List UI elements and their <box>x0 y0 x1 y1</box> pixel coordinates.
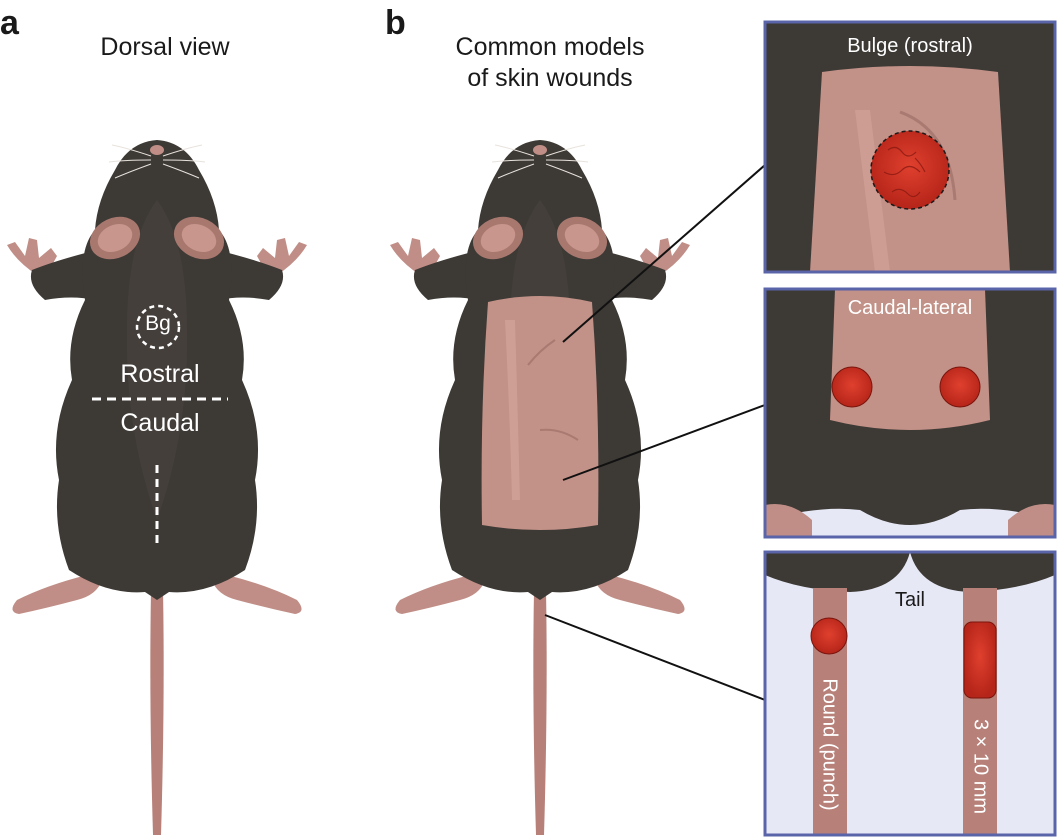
tail-rect-label: 3 × 10 mm <box>969 718 992 815</box>
wound-caudal-left <box>831 366 873 408</box>
caudal-label: Caudal <box>120 409 200 437</box>
panel-a-title: Dorsal view <box>100 33 230 61</box>
inset-caudal-lateral-label: Caudal-lateral <box>847 297 973 319</box>
wound-tail-rect <box>963 621 997 699</box>
inset-tail-label: Tail <box>894 589 925 611</box>
panel-b-title-line1: Common models <box>455 33 645 61</box>
inset-tail <box>765 552 1055 835</box>
panel-b-title-line2: of skin wounds <box>467 64 633 92</box>
rostral-label: Rostral <box>120 360 200 388</box>
panel-b-letter: b <box>385 4 406 42</box>
mouse-dorsal <box>6 139 308 836</box>
wound-caudal-right <box>939 366 981 408</box>
wound-tail-round <box>810 617 848 655</box>
leader-line-3 <box>544 614 766 701</box>
panel-a-letter: a <box>0 4 19 42</box>
shaved-skin-area <box>481 296 599 530</box>
leader-line-1 <box>562 164 766 343</box>
bulge-marker <box>135 304 181 350</box>
wound-bulge <box>870 130 950 210</box>
tail-round-label: Round (punch) <box>818 678 841 811</box>
inset-bulge-label: Bulge (rostral) <box>847 35 973 57</box>
bulge-label: Bg <box>145 312 171 335</box>
leader-line-2 <box>562 404 766 481</box>
inset-bulge <box>765 22 1055 272</box>
inset-caudal-lateral <box>765 289 1055 537</box>
